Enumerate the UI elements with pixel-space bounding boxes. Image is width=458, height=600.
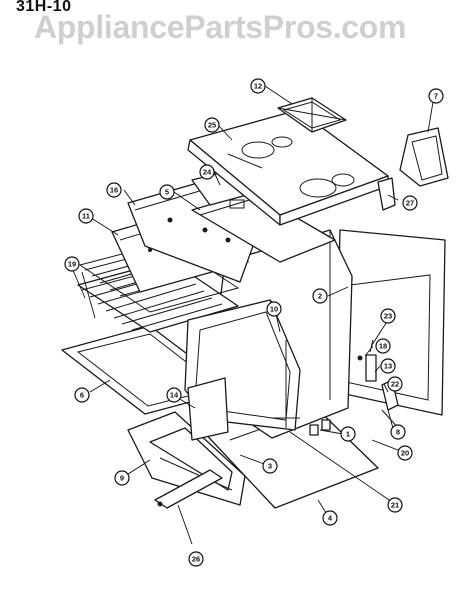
svg-text:9: 9	[120, 474, 124, 483]
rear-bracket	[377, 177, 396, 211]
svg-text:16: 16	[110, 186, 118, 195]
svg-text:14: 14	[170, 391, 179, 400]
callout-25: 25	[204, 117, 220, 133]
leader-lines	[71, 85, 435, 545]
svg-text:27: 27	[406, 199, 414, 208]
svg-text:4: 4	[328, 514, 333, 523]
callout-3: 3	[262, 458, 278, 474]
svg-text:5: 5	[165, 188, 169, 197]
svg-text:25: 25	[208, 121, 216, 130]
model-code: 31H-10	[16, 0, 72, 15]
callout-20: 20	[397, 445, 413, 461]
svg-text:3: 3	[268, 462, 272, 471]
callout-1: 1	[340, 426, 356, 442]
svg-text:11: 11	[82, 212, 90, 221]
burner-grate	[277, 97, 347, 133]
svg-text:26: 26	[192, 555, 200, 564]
callout-19: 19	[64, 256, 80, 272]
svg-text:7: 7	[434, 92, 438, 101]
svg-text:20: 20	[401, 449, 409, 458]
inner-side-panel	[187, 377, 229, 441]
callout-7: 7	[428, 88, 444, 104]
callout-11: 11	[78, 208, 94, 224]
cooktop	[187, 109, 389, 226]
svg-text:22: 22	[391, 380, 399, 389]
svg-text:6: 6	[80, 391, 84, 400]
svg-text:23: 23	[384, 312, 392, 321]
callout-18: 18	[375, 338, 391, 354]
svg-text:24: 24	[203, 168, 212, 177]
svg-text:18: 18	[379, 342, 387, 351]
svg-text:13: 13	[384, 362, 392, 371]
callout-27: 27	[402, 195, 418, 211]
oven-bottom-brackets	[309, 419, 331, 436]
drawer-rail	[154, 469, 223, 509]
svg-text:19: 19	[68, 260, 76, 269]
callout-12: 12	[250, 78, 266, 94]
svg-text:12: 12	[254, 82, 262, 91]
backguard	[399, 127, 449, 187]
callout-24: 24	[199, 164, 215, 180]
callout-21: 21	[387, 497, 403, 513]
callout-23: 23	[380, 308, 396, 324]
svg-text:10: 10	[270, 305, 278, 314]
svg-text:1: 1	[346, 430, 350, 439]
svg-text:8: 8	[396, 428, 400, 437]
callout-10: 10	[266, 301, 282, 317]
callout-8: 8	[390, 424, 406, 440]
callout-22: 22	[387, 376, 403, 392]
callout-16: 16	[106, 182, 122, 198]
callout-9: 9	[114, 470, 130, 486]
callout-14: 14	[166, 387, 182, 403]
svg-text:2: 2	[318, 292, 322, 301]
callout-5: 5	[159, 184, 175, 200]
callout-6: 6	[74, 387, 90, 403]
callout-2: 2	[312, 288, 328, 304]
callout-26: 26	[188, 551, 204, 567]
callout-13: 13	[380, 358, 396, 374]
watermark: AppliancePartsPros.com	[34, 9, 407, 45]
svg-text:21: 21	[391, 501, 399, 510]
callout-4: 4	[322, 510, 338, 526]
